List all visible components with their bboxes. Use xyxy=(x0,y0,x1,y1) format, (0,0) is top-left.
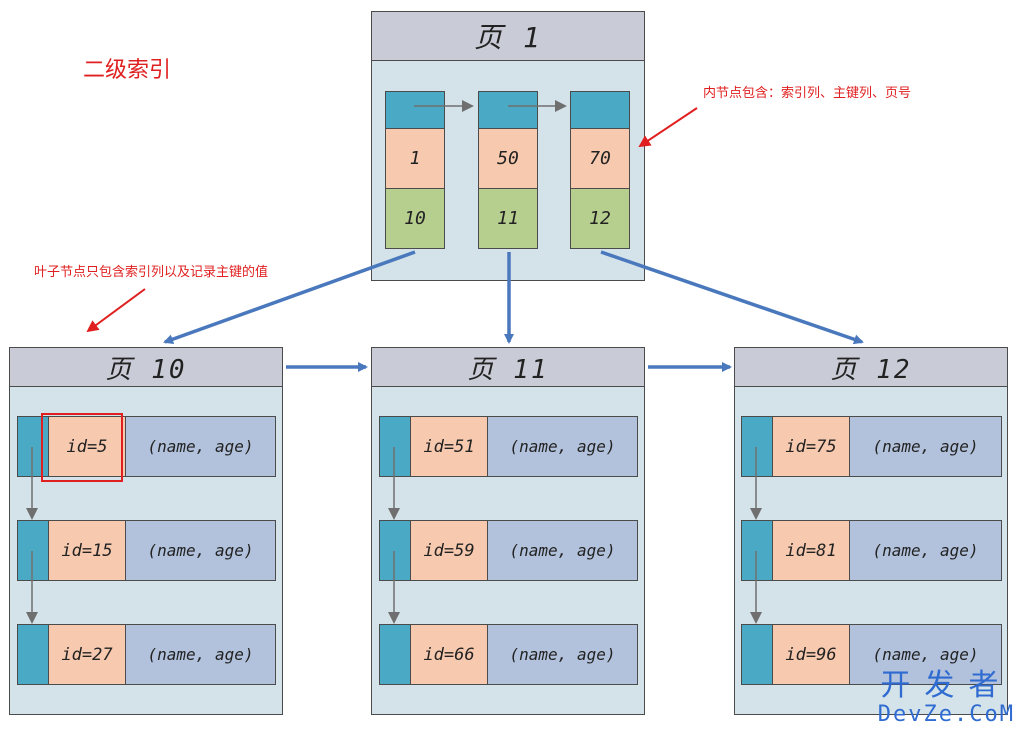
leaf-page-header: 页 12 xyxy=(735,348,1007,387)
watermark-logo: 开发者 DevZe.CoM xyxy=(878,670,1015,728)
leaf-page-12: 页 12 id=75 (name, age) id=81 (name, age)… xyxy=(734,347,1008,715)
record-pointer-cell xyxy=(18,625,49,684)
annotation-arrow xyxy=(638,107,698,148)
diagram-title: 二级索引 xyxy=(83,58,172,83)
record-columns: (name, age) xyxy=(488,625,637,684)
internal-node-note: 内节点包含：索引列、主键列、页号 xyxy=(703,86,912,101)
root-page-header: 页 1 xyxy=(372,12,644,61)
index-key-cell: 50 xyxy=(478,128,538,189)
watermark-domain: DevZe.CoM xyxy=(877,702,1015,727)
page-number-cell: 12 xyxy=(570,188,630,249)
leaf-record: id=15 (name, age) xyxy=(17,520,276,581)
leaf-record: id=59 (name, age) xyxy=(379,520,638,581)
leaf-node-note: 叶子节点只包含索引列以及记录主键的值 xyxy=(34,265,269,280)
record-id: id=59 xyxy=(411,521,488,580)
record-id: id=5 xyxy=(49,417,126,476)
index-entry: 50 11 xyxy=(478,91,538,249)
record-pointer-cell xyxy=(18,417,49,476)
leaf-record: id=96 (name, age) xyxy=(741,624,1002,685)
record-id: id=66 xyxy=(411,625,488,684)
page-number-cell: 10 xyxy=(385,188,445,249)
next-pointer-cell xyxy=(478,91,538,129)
record-id: id=27 xyxy=(49,625,126,684)
page-number-cell: 11 xyxy=(478,188,538,249)
leaf-record: id=5 (name, age) xyxy=(17,416,276,477)
record-columns: (name, age) xyxy=(850,625,1001,684)
leaf-page-10: 页 10 id=5 (name, age) id=15 (name, age) … xyxy=(9,347,283,715)
record-pointer-cell xyxy=(380,521,411,580)
record-id: id=15 xyxy=(49,521,126,580)
record-pointer-cell xyxy=(742,521,773,580)
index-entry: 1 10 xyxy=(385,91,445,249)
index-key-cell: 1 xyxy=(385,128,445,189)
annotation-arrow xyxy=(86,288,146,333)
leaf-page-header: 页 11 xyxy=(372,348,644,387)
record-columns: (name, age) xyxy=(126,625,275,684)
record-pointer-cell xyxy=(742,417,773,476)
record-pointer-cell xyxy=(380,625,411,684)
leaf-record: id=75 (name, age) xyxy=(741,416,1002,477)
leaf-record: id=66 (name, age) xyxy=(379,624,638,685)
record-pointer-cell xyxy=(18,521,49,580)
record-columns: (name, age) xyxy=(850,521,1001,580)
record-pointer-cell xyxy=(380,417,411,476)
next-pointer-cell xyxy=(385,91,445,129)
record-columns: (name, age) xyxy=(488,521,637,580)
record-columns: (name, age) xyxy=(126,521,275,580)
root-page: 页 1 1 10 50 11 70 12 xyxy=(371,11,645,281)
watermark-text: 开发者 xyxy=(880,668,1013,703)
leaf-record: id=81 (name, age) xyxy=(741,520,1002,581)
leaf-page-header: 页 10 xyxy=(10,348,282,387)
record-columns: (name, age) xyxy=(488,417,637,476)
index-key-cell: 70 xyxy=(570,128,630,189)
record-columns: (name, age) xyxy=(126,417,275,476)
record-id: id=96 xyxy=(773,625,850,684)
record-id: id=51 xyxy=(411,417,488,476)
index-entry: 70 12 xyxy=(570,91,630,249)
record-columns: (name, age) xyxy=(850,417,1001,476)
record-id: id=81 xyxy=(773,521,850,580)
highlight-box xyxy=(41,413,123,482)
leaf-record: id=51 (name, age) xyxy=(379,416,638,477)
leaf-page-11: 页 11 id=51 (name, age) id=59 (name, age)… xyxy=(371,347,645,715)
next-pointer-cell xyxy=(570,91,630,129)
record-pointer-cell xyxy=(742,625,773,684)
record-id: id=75 xyxy=(773,417,850,476)
leaf-record: id=27 (name, age) xyxy=(17,624,276,685)
